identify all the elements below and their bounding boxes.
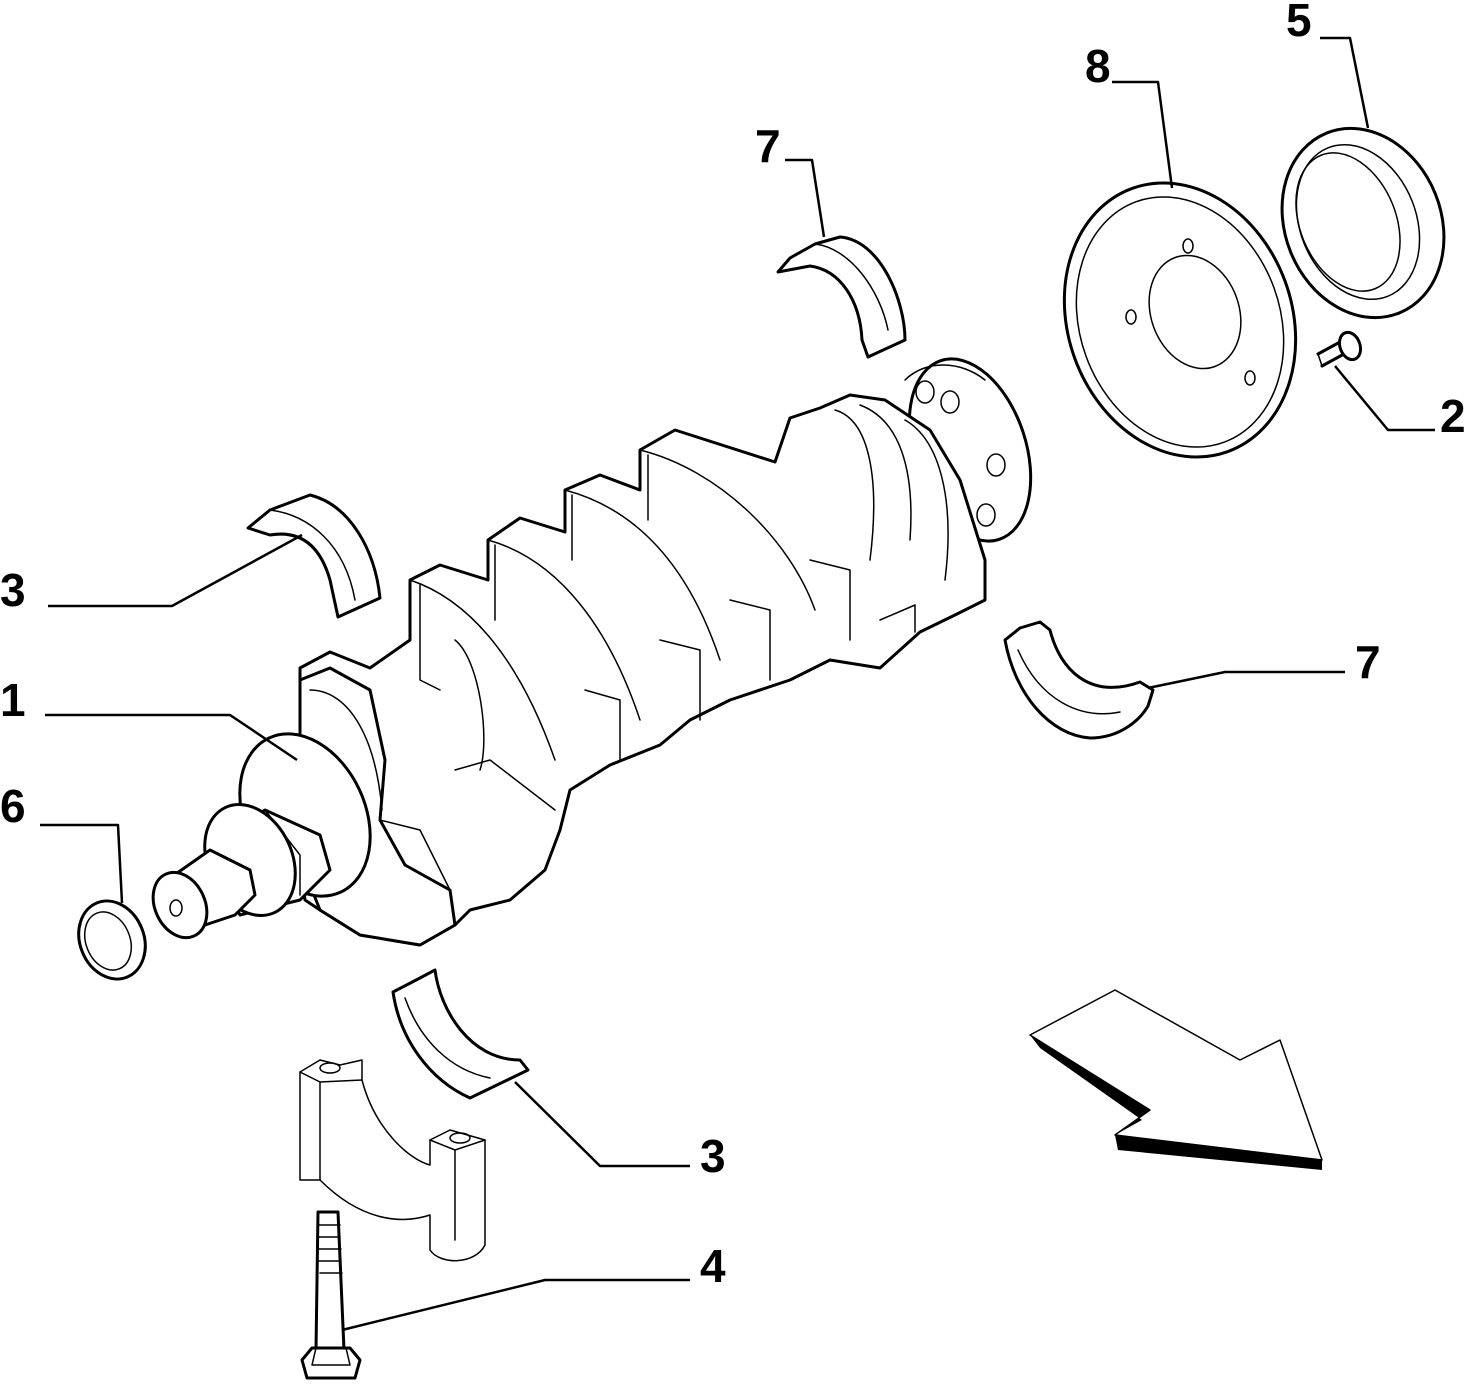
bearing-shell-part-7-top[interactable] [776, 235, 907, 359]
callout-3-left: 3 [0, 564, 26, 616]
leader-1 [45, 713, 298, 762]
leader-3-left [48, 533, 303, 608]
callout-8: 8 [1085, 40, 1111, 92]
bearing-shell-part-3-bottom[interactable] [391, 968, 530, 1100]
direction-arrow [1029, 989, 1323, 1170]
callout-3-bottom: 3 [700, 1130, 726, 1182]
leader-7-top [785, 158, 826, 238]
callouts: 1 6 3 3 4 7 7 8 5 2 [0, 0, 1466, 1292]
callout-7-top: 7 [755, 120, 781, 172]
callout-7-right: 7 [1355, 636, 1381, 688]
seal-ring-part-5[interactable] [1254, 104, 1467, 342]
bearing-shell-part-3-left[interactable] [246, 493, 382, 619]
callout-1: 1 [0, 674, 26, 726]
callout-5: 5 [1286, 0, 1312, 46]
callout-4: 4 [700, 1240, 726, 1292]
leader-4 [341, 1278, 690, 1332]
bolt-part-4[interactable] [300, 1210, 362, 1380]
leader-7-right [1147, 670, 1345, 690]
seal-part-6[interactable] [67, 891, 156, 989]
leader-5 [1320, 36, 1370, 129]
leader-lines [40, 36, 1435, 1332]
leader-3-bottom [514, 1081, 690, 1168]
bolt-part-2[interactable] [1316, 329, 1364, 368]
callout-6: 6 [0, 780, 26, 832]
leader-2 [1334, 365, 1435, 432]
crankshaft-part-1[interactable] [143, 343, 1052, 947]
bearing-shell-part-7-right[interactable] [1003, 620, 1155, 740]
callout-2: 2 [1440, 390, 1466, 442]
pulley-part-8[interactable] [1027, 150, 1333, 490]
leader-8 [1112, 80, 1174, 189]
leader-6 [40, 823, 124, 904]
main-bearing-cap [299, 1059, 486, 1262]
